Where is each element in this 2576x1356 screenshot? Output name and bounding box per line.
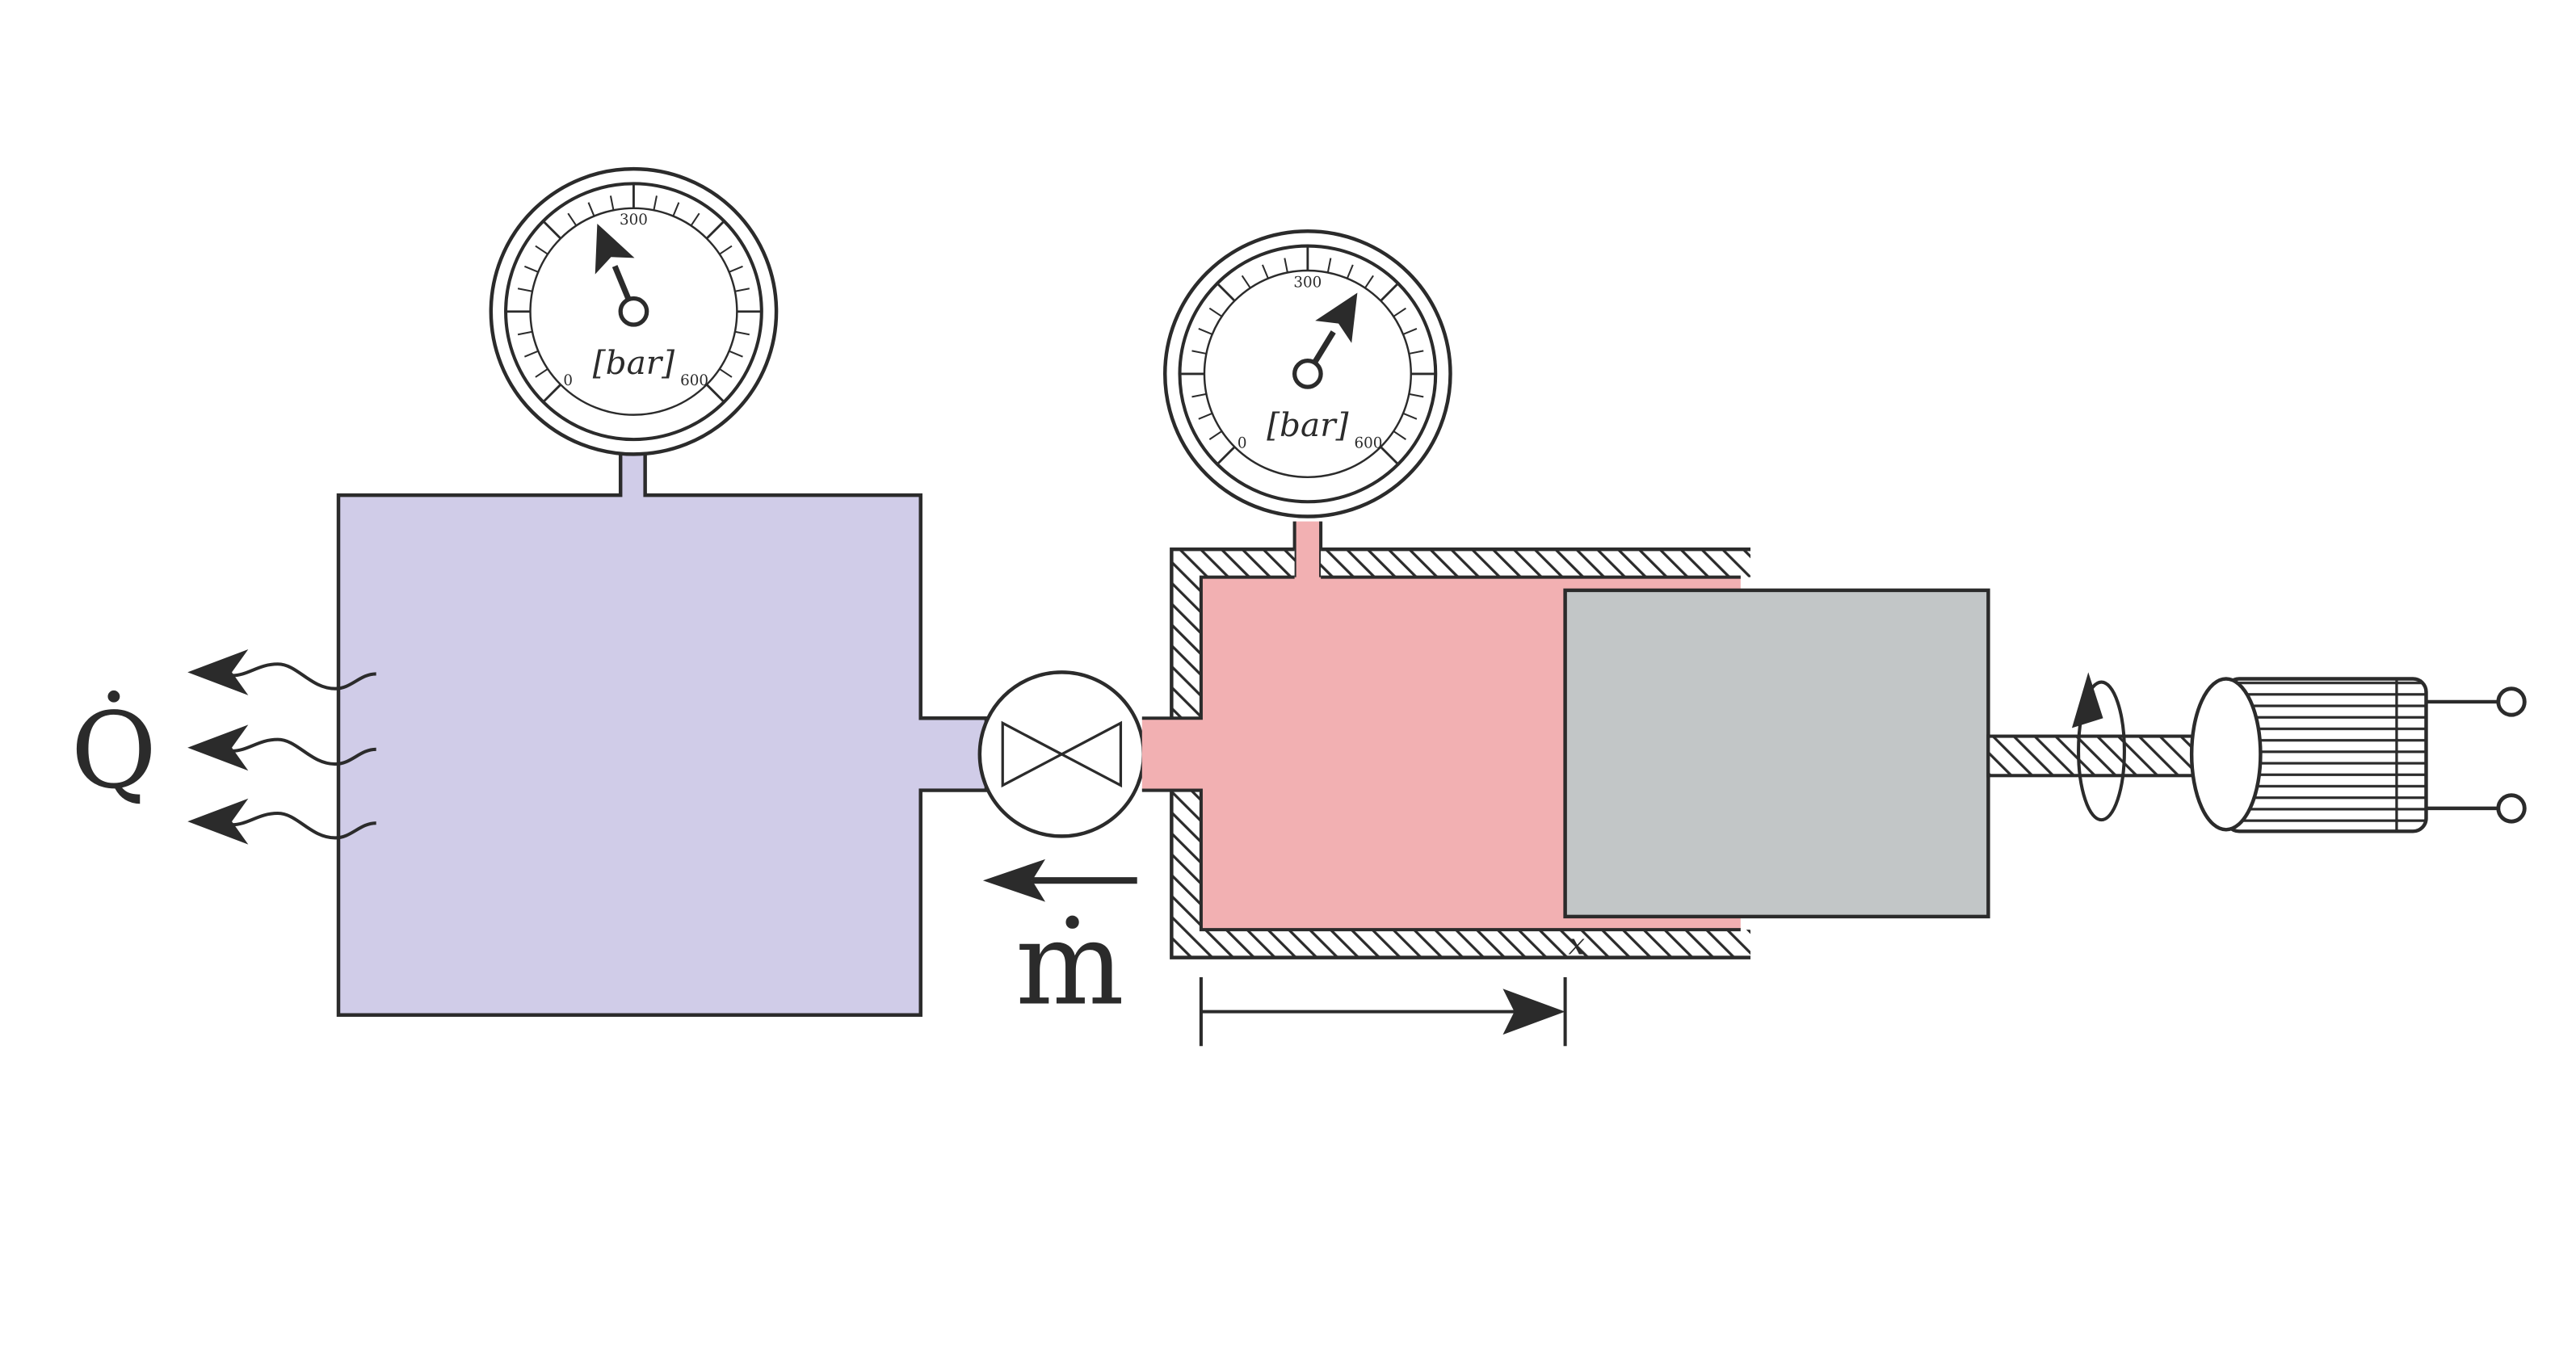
gauge-needle [1312, 292, 1358, 364]
gauge-tick [1198, 328, 1213, 335]
gauge-needle-tip [1315, 292, 1358, 343]
gauge-tick [1208, 307, 1223, 317]
storage-tank [336, 451, 989, 1017]
gauge-tick [734, 288, 750, 292]
gauge-tick-label-mid: 300 [1293, 274, 1322, 291]
gauge-tick [1364, 275, 1374, 289]
gauge-tick-label-min: 0 [563, 372, 573, 389]
gauge-tick [705, 220, 725, 240]
gauge-tick [567, 212, 578, 226]
gauge-tick [1216, 282, 1236, 302]
gauge-tick [587, 202, 595, 216]
gauge-tick [1402, 412, 1418, 420]
gauge-tick [719, 367, 733, 378]
right-pressure-gauge: 300 0 600 [bar] [1162, 229, 1452, 518]
gauge-tick [542, 384, 562, 403]
gauge-tick [542, 220, 562, 240]
motor-terminal [2496, 793, 2527, 824]
gauge-tick-marks [506, 183, 762, 403]
gauge-tick [653, 195, 658, 211]
gauge-tick [1380, 282, 1399, 302]
heat-flow-arrows [187, 649, 376, 845]
gauge-tick [734, 330, 750, 336]
gauge-tick [517, 330, 533, 336]
gauge-tick [1198, 412, 1213, 420]
gauge-tick [535, 367, 548, 378]
gauge-tick [517, 288, 533, 292]
gauge-tick [1284, 258, 1288, 273]
gauge-needle-shaft [611, 265, 632, 301]
left-pressure-gauge: 300 0 600 [bar] [489, 166, 779, 456]
mass-flow-arrow [982, 859, 1137, 902]
displacement-label: x [1569, 927, 1586, 962]
gauge-unit-label: [bar] [593, 343, 674, 382]
gauge-tick [705, 384, 725, 403]
gauge-tick [690, 212, 700, 226]
cylinder-wall-hatched [1171, 549, 1751, 958]
gauge-tick [1393, 430, 1406, 440]
piston [1563, 588, 1990, 919]
gauge-tick [524, 350, 539, 358]
gauge-pivot [1292, 359, 1323, 389]
gauge-tick [1191, 393, 1207, 398]
gauge-tick [1393, 307, 1406, 317]
wavy-heat-arrow-icon [187, 798, 376, 845]
gauge-tick [609, 195, 615, 211]
gauge-tick [1409, 350, 1424, 355]
electric-motor-icon [2189, 677, 2527, 833]
gauge-tick [1380, 446, 1399, 465]
gauge-tick-marks [1179, 246, 1436, 465]
gauge-tick [729, 265, 743, 273]
bowtie-valve-icon [977, 670, 1146, 838]
wavy-heat-arrow-icon [187, 649, 376, 695]
gauge-tick [1326, 258, 1332, 273]
rotation-arrow-icon [2071, 672, 2126, 822]
gauge-needle-shaft [1312, 330, 1336, 364]
gauge-tick [1402, 328, 1418, 335]
motor-terminal [2496, 686, 2527, 717]
gauge-tick [1241, 275, 1251, 289]
gauge-tick-label-min: 0 [1238, 435, 1247, 451]
gauge-pivot [618, 296, 649, 327]
gauge-tick [1208, 430, 1223, 440]
gauge-tick [1216, 446, 1236, 465]
displacement-dimension [1199, 977, 1567, 1047]
gauge-tick [672, 202, 680, 216]
gauge-tick [1261, 264, 1269, 279]
gauge-tick [1409, 393, 1424, 398]
gauge-tick [524, 265, 539, 273]
gauge-tick [1191, 350, 1207, 355]
gauge-tick-label-max: 600 [1355, 435, 1383, 451]
gauge-tick [1346, 264, 1354, 279]
tank-body [336, 451, 989, 1017]
gauge-needle [595, 223, 635, 301]
mass-flow-label: ṁ [1015, 897, 1124, 1031]
gauge-tick [719, 245, 733, 255]
gauge-tick [535, 245, 548, 255]
gauge-tick-label-max: 600 [680, 372, 708, 389]
gauge-needle-tip [595, 223, 635, 275]
heat-flow-label: Q̇ [71, 690, 158, 812]
gauge-tick [729, 350, 743, 358]
gauge-tick-label-mid: 300 [620, 212, 648, 229]
gauge-unit-label: [bar] [1267, 405, 1348, 444]
wavy-heat-arrow-icon [187, 724, 376, 771]
